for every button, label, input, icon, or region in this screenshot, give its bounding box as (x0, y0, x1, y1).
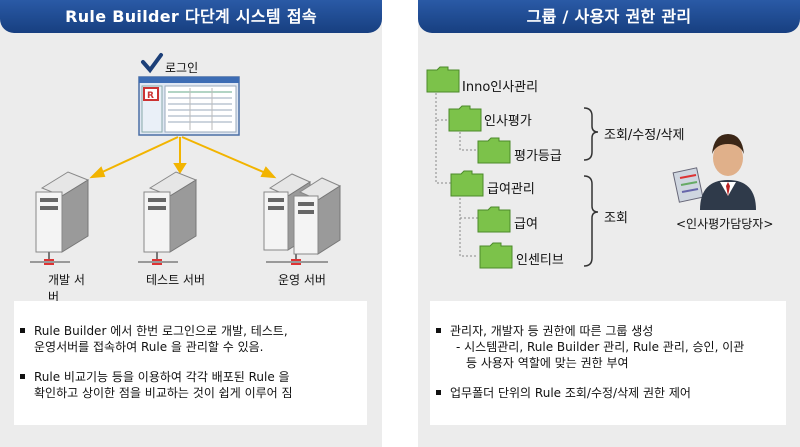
left-panel: Rule Builder 다단계 시스템 접속 R (0, 0, 382, 447)
server-icon-dev (30, 171, 90, 265)
folder-icon (477, 137, 511, 164)
svg-text:R: R (147, 91, 154, 101)
arrows (89, 136, 277, 179)
person-icon (672, 134, 756, 210)
folder-icon (426, 66, 460, 93)
bullet-icon (20, 328, 25, 333)
brace-2 (583, 175, 599, 267)
permission-label-2: 조회 (604, 211, 628, 226)
folder-icon (479, 242, 513, 269)
tree-group2[interactable]: 급여관리 (487, 182, 535, 197)
list-item: Rule 비교기능 등을 이용하여 각각 배포된 Rule 을 확인하고 상이한… (18, 369, 367, 401)
bullet-icon (20, 374, 25, 379)
checkmark-icon (141, 53, 163, 74)
bullet-icon (436, 390, 441, 395)
login-window-icon: R (138, 76, 240, 136)
person-label: <인사평가담당자> (676, 217, 774, 231)
right-description-box: 관리자, 개발자 등 권한에 따른 그룹 생성 - 시스템관리, Rule Bu… (430, 301, 786, 425)
server-icon-test (138, 171, 198, 265)
list-item: Rule Builder 에서 한번 로그인으로 개발, 테스트, 운영서버를 … (18, 323, 367, 355)
tree-group1-child[interactable]: 평가등급 (514, 149, 562, 164)
tree-group1[interactable]: 인사평가 (484, 114, 532, 129)
permission-label-1: 조회/수정/삭제 (604, 128, 685, 143)
left-description-box: Rule Builder 에서 한번 로그인으로 개발, 테스트, 운영서버를 … (14, 301, 367, 425)
tree-group2-child1[interactable]: 급여 (514, 217, 538, 232)
folder-icon (448, 105, 482, 132)
tree-group2-child2[interactable]: 인센티브 (516, 253, 564, 268)
login-label: 로그인 (165, 61, 199, 75)
server-label-test: 테스트 서버 (146, 273, 206, 287)
right-panel: 그룹 / 사용자 권한 관리 (418, 0, 800, 447)
folder-icon (477, 206, 511, 233)
left-panel-title: Rule Builder 다단계 시스템 접속 (0, 0, 382, 33)
left-diagram: R (30, 53, 342, 265)
brace-1 (583, 107, 599, 161)
right-panel-title: 그룹 / 사용자 권한 관리 (418, 0, 800, 33)
bullet-icon (436, 328, 441, 333)
list-item: 관리자, 개발자 등 권한에 따른 그룹 생성 - 시스템관리, Rule Bu… (434, 323, 786, 371)
server-label-prod: 운영 서버 (278, 273, 326, 287)
list-item: 업무폴더 단위의 Rule 조회/수정/삭제 권한 제어 (434, 385, 786, 401)
server-label-dev: 개발 서 버 (48, 273, 85, 304)
folder-icon (450, 170, 484, 197)
folder-tree-diagram (426, 66, 756, 269)
tree-root[interactable]: Inno인사관리 (462, 80, 539, 95)
server-icon-prod (263, 173, 342, 265)
